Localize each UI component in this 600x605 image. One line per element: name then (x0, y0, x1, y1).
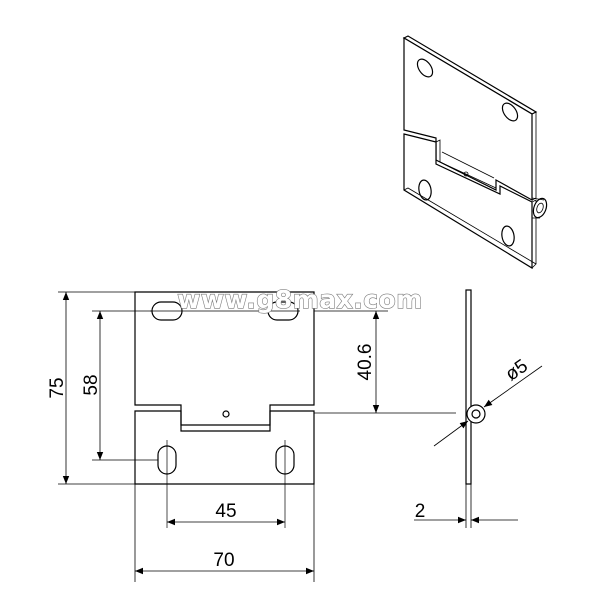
lower-leaf (403, 133, 533, 270)
dim-text-70: 70 (213, 550, 234, 571)
side-knuckle (466, 404, 486, 424)
side-plate (465, 289, 472, 485)
iso-hole-1 (416, 58, 434, 78)
dim-leader-diameter (433, 420, 469, 447)
front-view (134, 291, 315, 528)
iso-hole-2 (501, 102, 519, 122)
watermark-text: www.g8max.com (177, 285, 423, 314)
dim-text-40-6: 40.6 (355, 344, 376, 381)
dimension-lines (62, 292, 380, 575)
dim-text-2: 2 (415, 501, 426, 522)
iso-hole-4 (501, 225, 515, 247)
extension-lines (58, 291, 456, 582)
pin-hole (222, 410, 230, 418)
iso-hole-3 (418, 179, 432, 201)
dim-text-75: 75 (47, 377, 68, 398)
isometric-view (402, 35, 548, 270)
dim-text-diameter: ø5 (502, 356, 532, 386)
dim-text-58: 58 (81, 374, 102, 395)
pin-knuckle (532, 197, 548, 219)
side-view (414, 289, 543, 528)
dim-text-45: 45 (215, 501, 236, 522)
lower-leaf-outline (134, 410, 315, 485)
